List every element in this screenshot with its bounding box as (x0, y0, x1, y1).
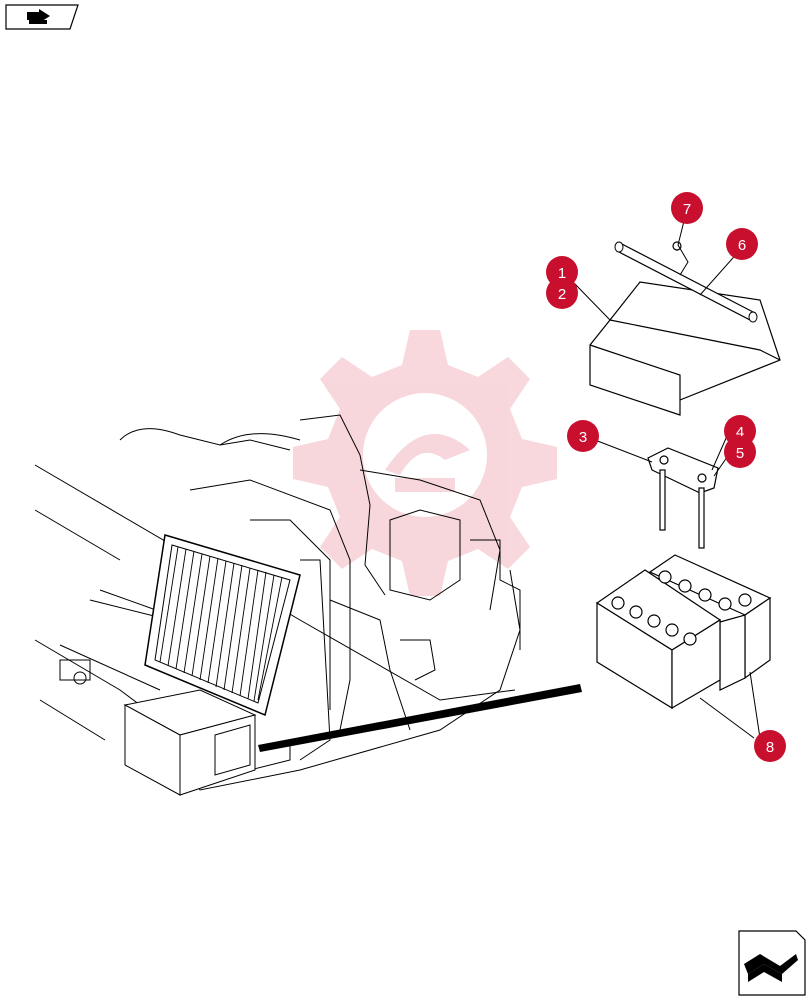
svg-text:3: 3 (579, 429, 587, 446)
callout-7: 7 (671, 192, 703, 224)
leader-lines (573, 212, 761, 739)
watermark-logo (293, 330, 557, 596)
callout-1: 1 (546, 256, 578, 288)
svg-text:2: 2 (558, 286, 566, 303)
svg-text:1: 1 (558, 265, 566, 282)
previous-page-button[interactable] (5, 4, 79, 30)
battery-cover (589, 281, 781, 416)
callout-3: 3 (567, 420, 599, 452)
arrow-right-icon (27, 9, 50, 24)
svg-text:6: 6 (738, 237, 746, 254)
installed-battery (123, 689, 257, 796)
svg-text:4: 4 (736, 424, 744, 441)
callout-8: 8 (754, 730, 786, 762)
hold-down-bracket (647, 447, 719, 549)
svg-text:5: 5 (736, 445, 744, 462)
return-arrow-icon (744, 954, 798, 982)
support-rod (614, 241, 758, 323)
callout-5: 5 (724, 436, 756, 468)
machine-frame (34, 414, 521, 791)
batteries (595, 554, 772, 710)
svg-text:7: 7 (683, 201, 691, 218)
callout-6: 6 (726, 228, 758, 260)
radiator (144, 534, 301, 717)
svg-text:8: 8 (766, 739, 774, 756)
nut (672, 241, 682, 251)
next-page-button[interactable] (738, 930, 806, 996)
